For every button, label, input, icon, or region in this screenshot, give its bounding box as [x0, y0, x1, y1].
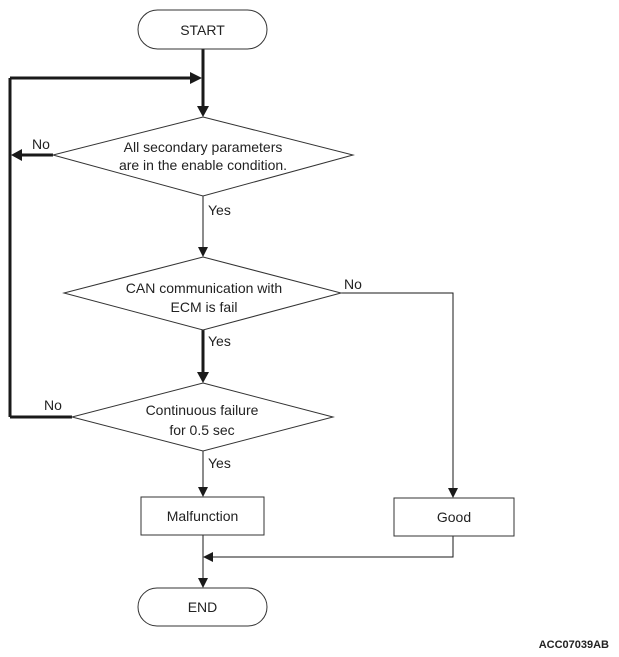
arrowhead-loop-return [190, 72, 202, 84]
decision3-line1: Continuous failure [146, 402, 259, 418]
start-label: START [180, 22, 225, 38]
arrowhead-decision2-top [198, 247, 208, 257]
decision1-line2: are in the enable condition. [119, 157, 287, 173]
connector-decision2-no [341, 292, 454, 490]
connector-good-to-end [213, 536, 454, 558]
start-terminal [137, 9, 268, 50]
end-terminal [137, 587, 268, 627]
decision2-no-label: No [344, 276, 362, 292]
decision2-yes-label: Yes [208, 333, 231, 349]
decision1-diamond [51, 116, 355, 197]
arrowhead-decision3-top [197, 372, 209, 383]
figure-code: ACC07039AB [539, 639, 609, 651]
arrowhead-good-top [448, 488, 458, 498]
decision3-yes-label: Yes [208, 455, 231, 471]
arrowhead-end-top [198, 578, 208, 588]
malfunction-label: Malfunction [167, 508, 239, 524]
decision3-diamond [70, 382, 335, 452]
decision2-line2: ECM is fail [171, 299, 238, 315]
decision2-line1: CAN communication with [126, 280, 282, 296]
decision3-line2: for 0.5 sec [169, 422, 234, 438]
arrowhead-decision1-no [11, 149, 22, 161]
good-label: Good [437, 509, 471, 525]
decision1-no-label: No [32, 136, 50, 152]
decision3-no-label: No [44, 397, 62, 413]
arrowhead-decision1-top [197, 106, 209, 117]
good-box [393, 497, 515, 537]
malfunction-box [140, 496, 265, 536]
arrowhead-good-merge [203, 552, 213, 562]
end-label: END [188, 599, 218, 615]
decision2-diamond [62, 256, 343, 331]
decision1-line1: All secondary parameters [124, 139, 283, 155]
decision1-yes-label: Yes [208, 202, 231, 218]
arrowhead-malfunction-top [198, 487, 208, 497]
